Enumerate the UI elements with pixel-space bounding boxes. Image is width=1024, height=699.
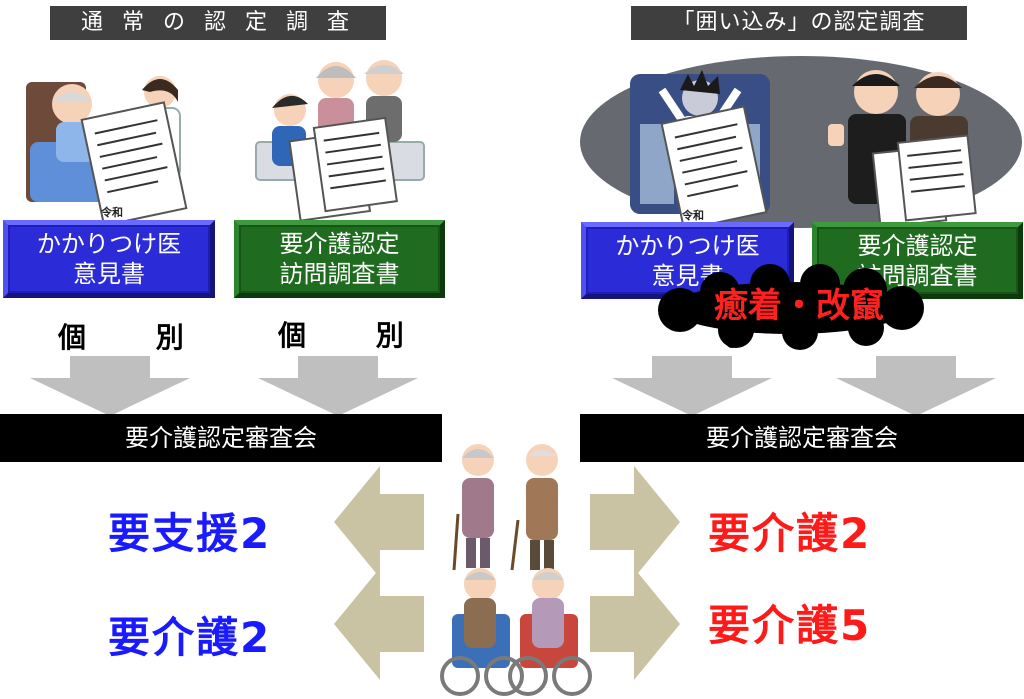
down-arrow-icon [30,356,190,416]
down-arrow-icon [258,356,418,416]
right-opinion-box: かかりつけ医 意見書 [581,222,794,299]
opinion-document-icon [80,101,188,227]
document-stamp: 令和 [682,209,704,222]
left-title: 通 常 の 認 定 調 査 [50,6,386,40]
right-review-board-bar: 要介護認定審査会 [580,414,1024,462]
opinion-document-icon [660,105,768,231]
right-result-top: 要介護2 [708,509,872,558]
box-line-2: 意見書 [73,260,145,288]
collusion-cloud-text: 癒着・改竄 [714,286,884,326]
box-line-1: 要介護認定 [279,230,400,258]
down-arrow-icon [612,356,772,416]
survey-document-icon [288,116,398,222]
survey-document-icon [871,134,977,229]
box-line-1: 要介護認定 [857,231,978,260]
right-title: 「囲い込み」の認定調査 [631,6,967,40]
left-result-top: 要支援2 [108,509,272,558]
box-line-1: かかりつけ医 [615,231,760,260]
left-survey-box: 要介護認定 訪問調査書 [234,220,445,298]
individual-label-b: 個 別 [278,319,434,352]
box-line-1: かかりつけ医 [36,230,182,258]
left-arrow-icon [334,466,424,578]
down-arrow-icon [836,356,996,416]
left-review-board-bar: 要介護認定審査会 [0,414,442,462]
collusion-cloud-icon [658,264,924,350]
left-arrow-icon [334,568,424,680]
box-line-2: 訪問調査書 [279,260,400,288]
right-result-bottom: 要介護5 [708,601,872,650]
left-result-bottom: 要介護2 [108,613,272,662]
elderly-people-illustration [440,444,592,696]
individual-label-a: 個 別 [58,321,214,354]
left-opinion-box: かかりつけ医 意見書 [3,220,215,298]
document-stamp: 令和 [101,206,123,219]
right-arrow-icon [590,568,680,680]
right-arrow-icon [590,466,680,578]
